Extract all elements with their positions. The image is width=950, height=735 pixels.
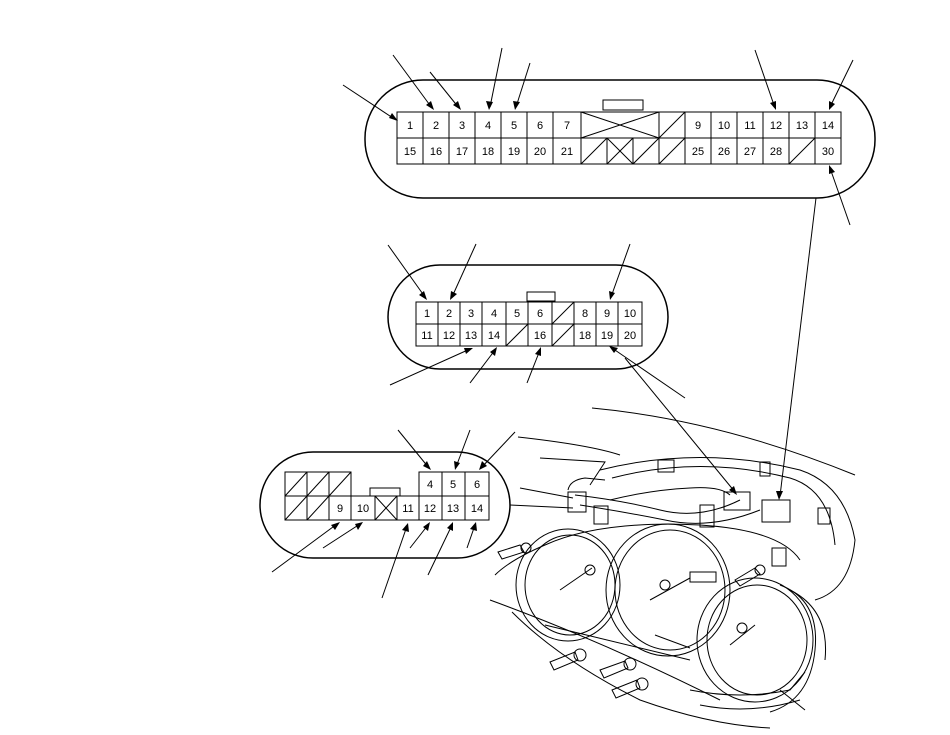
pin-a-19: 19	[508, 146, 520, 158]
pin-a-16: 16	[430, 146, 442, 158]
pin-b-19: 19	[601, 330, 613, 342]
connector-c-latch-icon	[369, 487, 401, 497]
pin-b-4: 4	[491, 308, 497, 320]
pin-a-18: 18	[482, 146, 494, 158]
pin-a-25: 25	[692, 146, 704, 158]
connector-c-leaders	[271, 429, 574, 599]
screw-icon	[611, 677, 649, 699]
connector-a-leaders	[342, 47, 854, 500]
pin-a-7: 7	[564, 120, 570, 132]
gauge-assembly-drawing	[489, 407, 856, 729]
connector-a-latch-icon	[602, 99, 644, 111]
connector-b-latch-icon	[526, 291, 556, 302]
pin-c-11: 11	[402, 503, 413, 515]
pin-b-9: 9	[604, 308, 610, 320]
pin-b-1: 1	[424, 308, 430, 320]
pin-b-14: 14	[488, 330, 500, 342]
pin-b-20: 20	[624, 330, 636, 342]
pin-a-3: 3	[459, 120, 465, 132]
pin-c-5: 5	[450, 479, 456, 491]
pin-c-4: 4	[427, 479, 433, 491]
pin-a-1: 1	[407, 120, 413, 132]
connector-b-leaders	[387, 243, 737, 495]
pin-a-6: 6	[537, 120, 543, 132]
pin-b-2: 2	[446, 308, 452, 320]
connector-c-row2: 9 10 11 12 13 14	[284, 495, 490, 521]
pin-a-5: 5	[511, 120, 517, 132]
pin-a-9: 9	[695, 120, 701, 132]
connector-a-row1: 1 2 3 4 5 6 7 9 10 11 12 13 14	[396, 111, 842, 139]
pin-b-11: 11	[421, 330, 432, 342]
pin-c-13: 13	[447, 503, 459, 515]
pin-a-13: 13	[796, 120, 808, 132]
pin-c-12: 12	[424, 503, 436, 515]
connector-a-row2: 15 16 17 18 19 20 21 25 26 27 28 30	[396, 137, 842, 165]
pin-a-20: 20	[534, 146, 546, 158]
pin-a-28: 28	[770, 146, 782, 158]
pin-b-3: 3	[468, 308, 474, 320]
pin-c-14: 14	[471, 503, 483, 515]
screw-icon	[549, 648, 587, 671]
right-gauge	[696, 577, 814, 703]
pin-a-10: 10	[718, 120, 730, 132]
pin-a-12: 12	[770, 120, 782, 132]
pin-a-27: 27	[744, 146, 756, 158]
pin-a-15: 15	[404, 146, 416, 158]
pin-a-2: 2	[433, 120, 439, 132]
center-gauge	[605, 523, 731, 657]
pin-b-10: 10	[624, 308, 636, 320]
pin-b-6: 6	[537, 308, 543, 320]
screw-icon	[497, 542, 532, 560]
pin-a-17: 17	[456, 146, 468, 158]
pin-b-16: 16	[534, 330, 546, 342]
screw-icon	[599, 657, 637, 679]
connector-c-row1: 4 5 6	[284, 471, 490, 497]
connector-b-row2: 11 12 13 14 16 18 19 20	[415, 323, 643, 347]
pin-c-9: 9	[337, 503, 343, 515]
pin-c-10: 10	[357, 503, 369, 515]
pin-b-13: 13	[465, 330, 477, 342]
pin-b-18: 18	[579, 330, 591, 342]
pin-a-26: 26	[718, 146, 730, 158]
pin-b-5: 5	[514, 308, 520, 320]
pin-a-30: 30	[822, 146, 834, 158]
pin-c-6: 6	[474, 479, 480, 491]
connector-b: 1 2 3 4 5 6 8 9 10 11 12 13 14 16 18 19 …	[387, 243, 737, 495]
pin-a-11: 11	[744, 120, 755, 132]
pin-b-12: 12	[443, 330, 455, 342]
connector-a: 1 2 3 4 5 6 7 9 10 11 12 13 14 15 16 17 …	[342, 47, 876, 500]
connector-b-row1: 1 2 3 4 5 6 8 9 10	[415, 301, 643, 325]
screw-icon	[734, 564, 766, 587]
pin-a-4: 4	[485, 120, 491, 132]
pin-b-8: 8	[582, 308, 588, 320]
pin-a-14: 14	[822, 120, 834, 132]
pin-a-21: 21	[561, 146, 573, 158]
connector-c: 4 5 6 9 10 11 12 13 14	[259, 429, 574, 599]
left-gauge	[515, 528, 621, 642]
